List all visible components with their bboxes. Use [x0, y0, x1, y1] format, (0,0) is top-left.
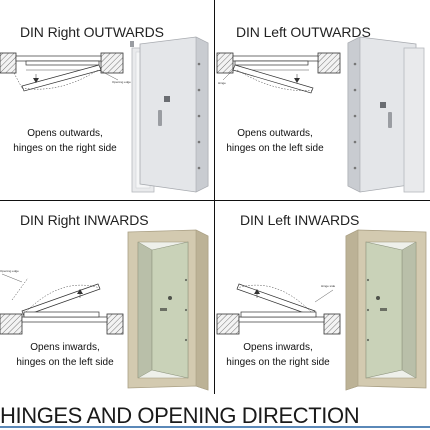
swing-arc	[236, 69, 314, 91]
door-illustration	[345, 229, 427, 391]
wall-right	[106, 313, 124, 335]
bolt-icon	[197, 88, 201, 92]
caption: Opens outwards, hinges on the right side	[8, 126, 122, 156]
bolt-icon	[353, 62, 357, 66]
horizontal-divider	[0, 200, 430, 201]
swing-guide	[13, 72, 23, 89]
caption-line-1: Opens inwards,	[30, 342, 100, 353]
caption-line-2: hinges on the left side	[226, 143, 324, 154]
footer-rule	[0, 426, 430, 428]
bolt-icon	[184, 308, 188, 312]
bolt-icon	[366, 278, 370, 282]
bolt-icon	[353, 140, 357, 144]
door-leaf	[151, 241, 189, 379]
door-illustration	[127, 229, 209, 391]
door-swing	[232, 64, 314, 94]
caption-line-1: Opens outwards,	[237, 128, 313, 139]
caption-line-2: hinges on the right side	[13, 143, 117, 154]
door-swing	[236, 283, 316, 317]
plan-diagram: Opening edge	[0, 269, 124, 335]
arrow-icon	[77, 289, 83, 294]
handle-icon	[380, 308, 387, 311]
lock-icon	[376, 296, 380, 300]
caption-line-1: Opens inwards,	[243, 342, 313, 353]
plan-diagram: Hinge side	[216, 283, 341, 335]
bolt-icon	[197, 62, 201, 66]
quadrant-title: DIN Right INWARDS	[20, 212, 149, 228]
door-swing	[21, 64, 102, 92]
door-leaf-edge	[137, 241, 153, 379]
bolt-icon	[366, 308, 370, 312]
wall-left	[0, 52, 17, 74]
wall-right	[100, 52, 124, 74]
door-illustration	[347, 36, 425, 193]
handle-icon	[160, 308, 167, 311]
door-leaf-edge	[401, 241, 417, 379]
bolt-icon	[184, 278, 188, 282]
lock-icon	[380, 102, 386, 108]
leader-line	[222, 69, 234, 81]
plan-diagram: Hinge	[216, 52, 341, 94]
diagram-tag: Hinge	[218, 81, 226, 85]
diagram-tag: Opening edge	[112, 80, 131, 84]
bolt-icon	[353, 114, 357, 118]
swing-arc	[236, 284, 314, 315]
arrow-icon	[294, 78, 300, 83]
vertical-divider	[214, 0, 215, 394]
caption: Opens inwards, hinges on the left side	[8, 340, 122, 370]
diagram-tag: Opening edge	[0, 269, 19, 273]
quadrant-title: DIN Right OUTWARDS	[20, 24, 164, 40]
bolt-icon	[197, 114, 201, 118]
leader-line	[314, 289, 334, 303]
arrow-icon	[254, 289, 260, 294]
bolt-icon	[184, 338, 188, 342]
door-closed	[25, 60, 100, 66]
door-closed	[234, 60, 309, 66]
frame	[238, 316, 325, 323]
caption: Opens inwards, hinges on the right side	[216, 340, 340, 370]
bolt-icon	[353, 166, 357, 170]
plan-diagram: Opening edge	[0, 52, 131, 92]
door-edge	[347, 36, 361, 193]
arrow-icon	[33, 78, 39, 83]
bolt-icon	[366, 338, 370, 342]
wall-left	[0, 313, 23, 335]
bolt-icon	[197, 166, 201, 170]
leader-line	[1, 273, 23, 283]
diagram-tag: Hinge side	[321, 284, 336, 288]
hinge-icon	[130, 41, 134, 47]
quadrant-title: DIN Left INWARDS	[240, 212, 360, 228]
caption: Opens outwards, hinges on the left side	[216, 126, 334, 156]
frame	[15, 55, 102, 62]
wall-left	[216, 52, 234, 74]
wall-right	[323, 313, 341, 335]
door-closed	[23, 311, 100, 318]
swing-arc	[23, 284, 101, 315]
frame-side	[195, 229, 209, 391]
door-frame	[403, 47, 425, 193]
handle-icon	[158, 110, 162, 126]
bolt-icon	[197, 140, 201, 144]
footer-title: HINGES AND OPENING DIRECTION	[0, 403, 360, 428]
frame	[232, 55, 319, 62]
bolt-icon	[353, 88, 357, 92]
lock-icon	[164, 96, 170, 102]
wall-right	[317, 52, 341, 74]
frame	[21, 316, 108, 323]
door-edge	[195, 36, 209, 193]
wall-left	[216, 313, 240, 335]
leader-line	[98, 69, 119, 81]
caption-line-2: hinges on the right side	[226, 357, 330, 368]
door-closed	[240, 311, 317, 318]
door-swing	[21, 283, 101, 317]
handle-icon	[388, 112, 392, 128]
caption-line-1: Opens outwards,	[27, 128, 103, 139]
lock-icon	[168, 296, 172, 300]
quadrant-title: DIN Left OUTWARDS	[236, 24, 371, 40]
caption-line-2: hinges on the left side	[16, 357, 114, 368]
frame-side	[345, 229, 359, 391]
door-illustration	[130, 36, 209, 193]
